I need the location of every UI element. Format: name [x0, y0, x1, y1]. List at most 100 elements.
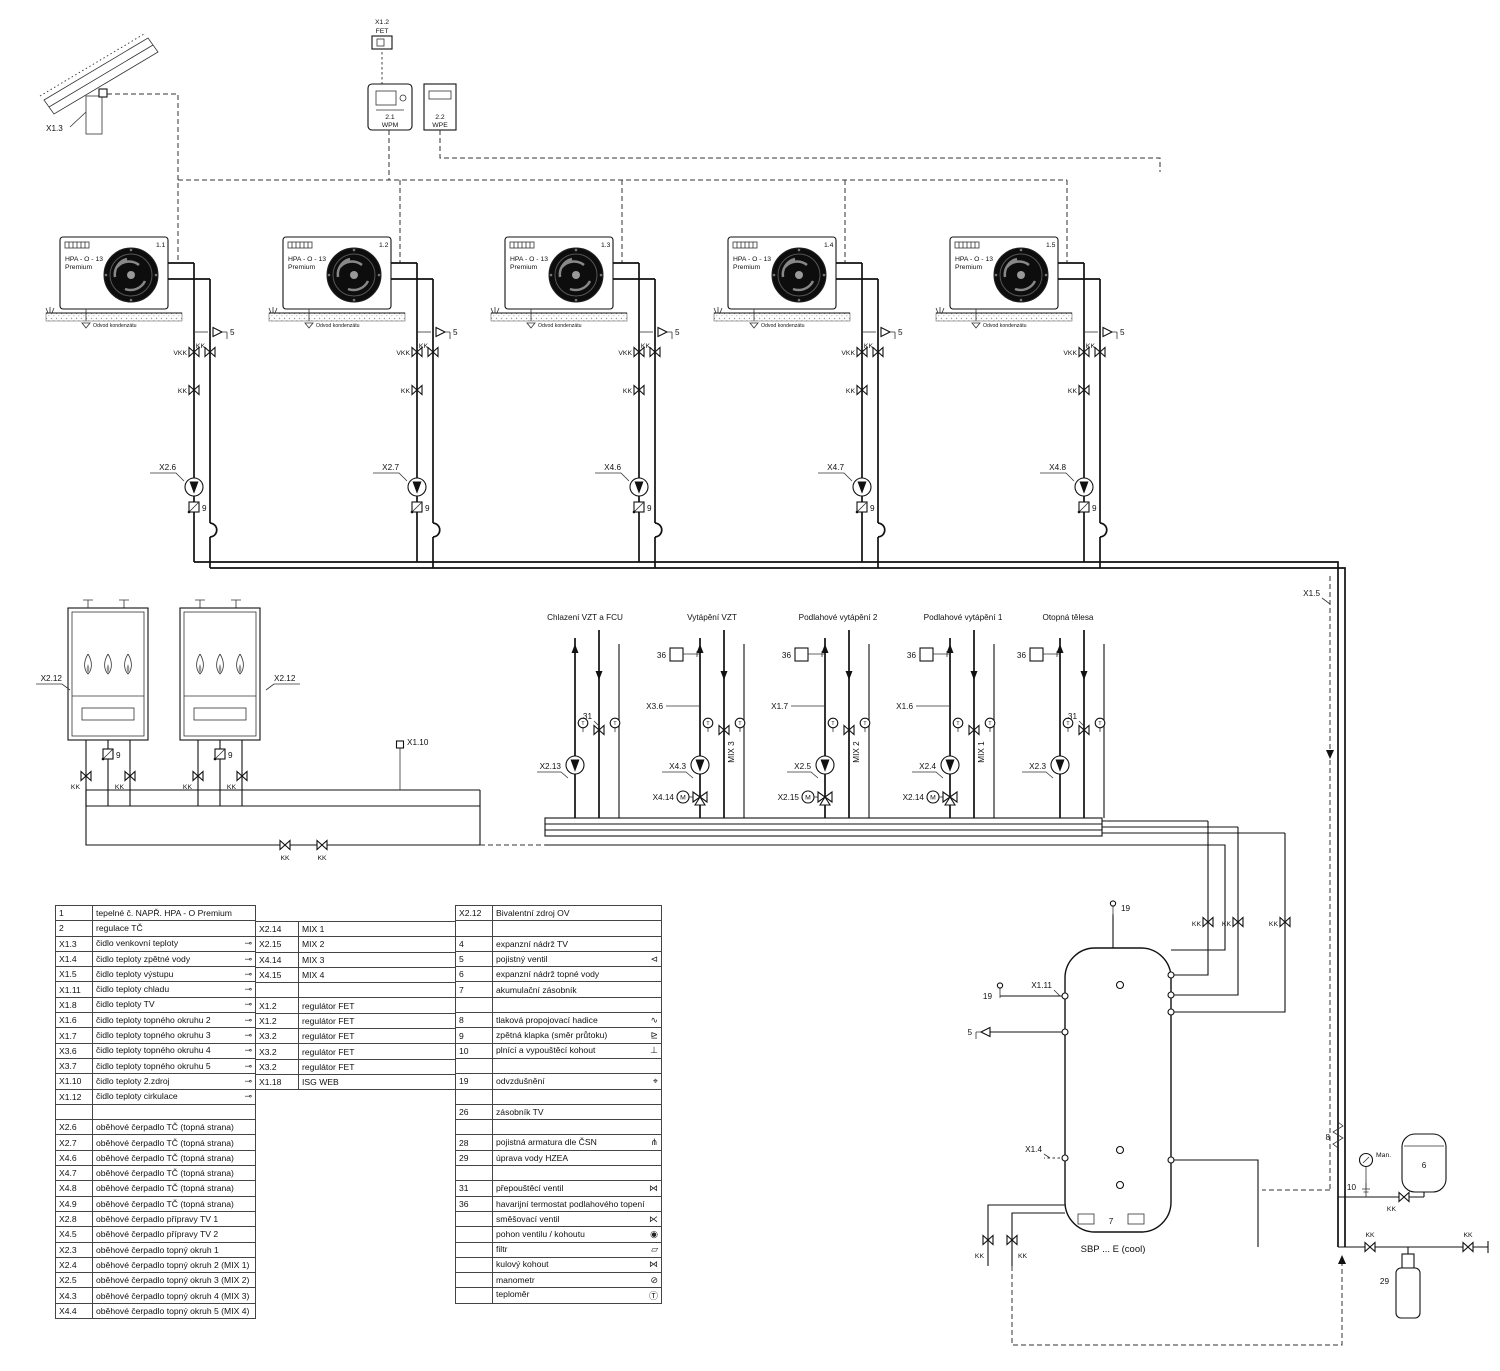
legend-desc-text: čidlo teploty topného okruhu 5 — [96, 1060, 211, 1071]
hp-pump-code: X2.7 — [382, 463, 399, 472]
hp-pump-code: X4.8 — [1049, 463, 1066, 472]
legend-row — [255, 982, 456, 999]
legend-desc-text: oběhové čerpadlo přípravy TV 2 — [96, 1229, 219, 1240]
legend-desc: čidlo venkovní teploty⊸ — [92, 935, 256, 952]
legend-row — [55, 1103, 256, 1121]
hp-pump-code: X4.7 — [827, 463, 844, 472]
manometer-icon: ⊘ — [650, 1274, 658, 1285]
legend-code: 31 — [455, 1180, 493, 1197]
legend-code: X3.7 — [55, 1057, 93, 1075]
legend-code: X1.18 — [255, 1073, 299, 1091]
kk-valve-icon — [1462, 1241, 1474, 1253]
legend-desc: MIX 1 — [298, 920, 456, 938]
overflow-icon: ⋈ — [649, 1182, 658, 1193]
legend-code — [455, 1256, 493, 1274]
floor-thermostat — [919, 647, 934, 662]
legend-desc-text: čidlo teploty TV — [96, 999, 155, 1010]
motor-valve-icon — [676, 790, 708, 806]
sensor-icon: ⊸ — [244, 1030, 252, 1041]
legend-desc-text: kulový kohout — [496, 1259, 549, 1270]
sensor-icon: ⊸ — [244, 999, 252, 1010]
water-treatment: KK KK 29 — [1338, 1232, 1489, 1319]
buffer-tank: 7 SBP ... E (cool) 19 19 X1.11 5 X1.4 KK… — [967, 900, 1346, 1346]
actuator-icon: ◉ — [650, 1228, 658, 1239]
legend-code: X2.8 — [55, 1210, 93, 1228]
circuit-assembly — [941, 630, 995, 818]
circuit-assembly — [691, 630, 745, 818]
legend-desc: regulace TČ — [92, 920, 256, 937]
legend-row: směšovací ventil⋉ — [455, 1210, 662, 1228]
mix-label: MIX 1 — [977, 741, 986, 763]
wpe-code: 2.2 — [435, 114, 445, 121]
thermostat-number: 36 — [657, 651, 667, 660]
safety-valve-icon — [975, 1026, 991, 1040]
legend-desc — [492, 1119, 662, 1136]
legend-code: 26 — [455, 1103, 493, 1121]
legend-desc-text: MIX 3 — [302, 954, 325, 965]
vent-number: 19 — [1121, 904, 1131, 913]
circuit-sensor-code: X1.7 — [771, 702, 788, 711]
heat-pump-unit — [491, 237, 680, 568]
legend-desc: odvzdušnění⌖ — [492, 1073, 662, 1090]
legend-code: X2.15 — [255, 936, 299, 953]
legend-code: X3.2 — [255, 1058, 299, 1075]
legend-desc: oběhové čerpadlo topný okruh 1 — [92, 1241, 256, 1258]
legend-desc: expanzní nádrž TV — [492, 935, 662, 952]
legend-desc: akumulační zásobník — [492, 981, 662, 998]
top-controls: X1.2 FET 2.1 WPM 2.2 WPE — [367, 19, 457, 131]
legend-desc-text: ISG WEB — [302, 1077, 339, 1088]
motor-valve-icon — [801, 790, 833, 806]
legend-code: X1.8 — [55, 996, 93, 1014]
legend-row — [455, 1088, 662, 1105]
legend-code: X1.11 — [55, 981, 93, 998]
legend-desc-text: regulace TČ — [96, 923, 143, 934]
legend-desc: zásobník TV — [492, 1103, 662, 1121]
legend-desc-text: oběhové čerpadlo topný okruh 5 (MIX 4) — [96, 1305, 250, 1316]
armature-icon: ⋔ — [650, 1137, 658, 1148]
return-sensor-code: X1.4 — [1025, 1145, 1042, 1154]
legend-code: X1.12 — [55, 1088, 93, 1105]
legend-desc: pojistný ventil⊲ — [492, 950, 662, 968]
tank-foot — [1077, 1213, 1095, 1225]
legend-desc: čidlo teploty chladu⊸ — [92, 981, 256, 998]
floor-thermostat — [794, 647, 809, 662]
legend-desc: čidlo teploty topného okruhu 5⊸ — [92, 1057, 256, 1075]
legend-desc-text: čidlo teploty chladu — [96, 984, 170, 995]
boiler-code: X2.12 — [274, 674, 296, 683]
mix-label: MIX 2 — [852, 741, 861, 763]
hp-unit-id: 1.5 — [1046, 242, 1056, 249]
motor-code: X4.14 — [653, 793, 675, 802]
flow-arrow-icon — [1326, 750, 1334, 759]
legend-desc-text: zpětná klapka (směr průtoku) — [496, 1030, 608, 1041]
legend-code: 28 — [455, 1134, 493, 1151]
kk-valve-icon — [1364, 1241, 1376, 1253]
legend-code: X3.2 — [255, 1028, 299, 1045]
floor-thermostat — [1029, 647, 1044, 662]
legend-code: X4.5 — [55, 1226, 93, 1243]
legend-desc: regulátor FET — [298, 1058, 456, 1075]
hp-unit-id: 1.4 — [824, 242, 834, 249]
legend-desc-text: čidlo teploty výstupu — [96, 968, 174, 979]
drain-number: 10 — [1347, 1183, 1357, 1192]
legend-code — [455, 1272, 493, 1289]
legend-code: 2 — [55, 920, 93, 937]
legend-desc: regulátor FET — [298, 997, 456, 1014]
legend-desc — [492, 1088, 662, 1105]
legend-desc: MIX 2 — [298, 936, 456, 953]
circuit-pump-code: X2.13 — [540, 762, 562, 771]
